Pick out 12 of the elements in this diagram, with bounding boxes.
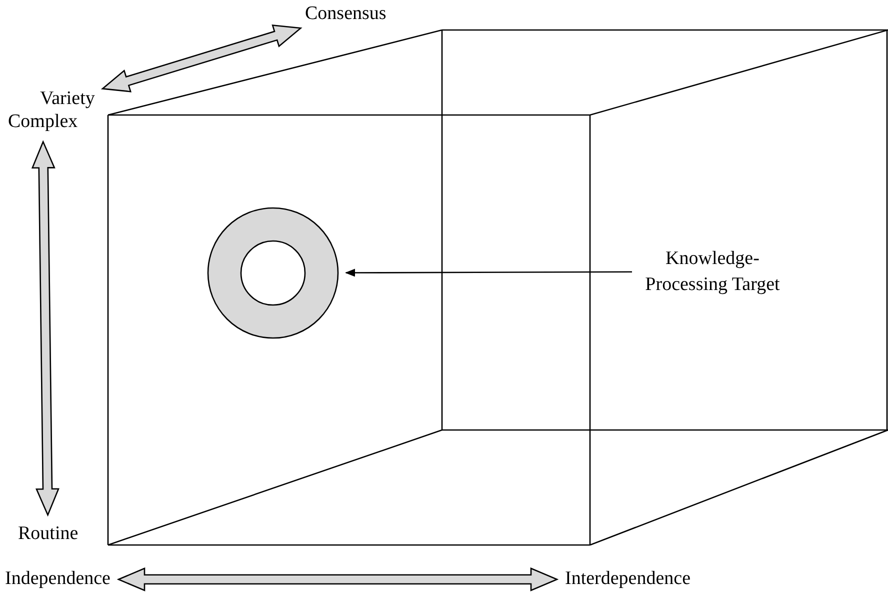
axis-label: Variety (40, 88, 95, 111)
double-arrow (100, 24, 302, 92)
arrow (345, 268, 632, 277)
double-arrow (116, 567, 559, 592)
axis-label: Interdependence (565, 568, 691, 591)
axis-label: Consensus (305, 3, 386, 26)
axis-label: Independence (5, 568, 110, 591)
axis-label: Routine (18, 523, 78, 546)
double-arrow (31, 140, 60, 517)
target-label: Knowledge-Processing Target (640, 246, 785, 298)
target-ring (207, 207, 339, 339)
axis-label: Complex (8, 111, 78, 134)
